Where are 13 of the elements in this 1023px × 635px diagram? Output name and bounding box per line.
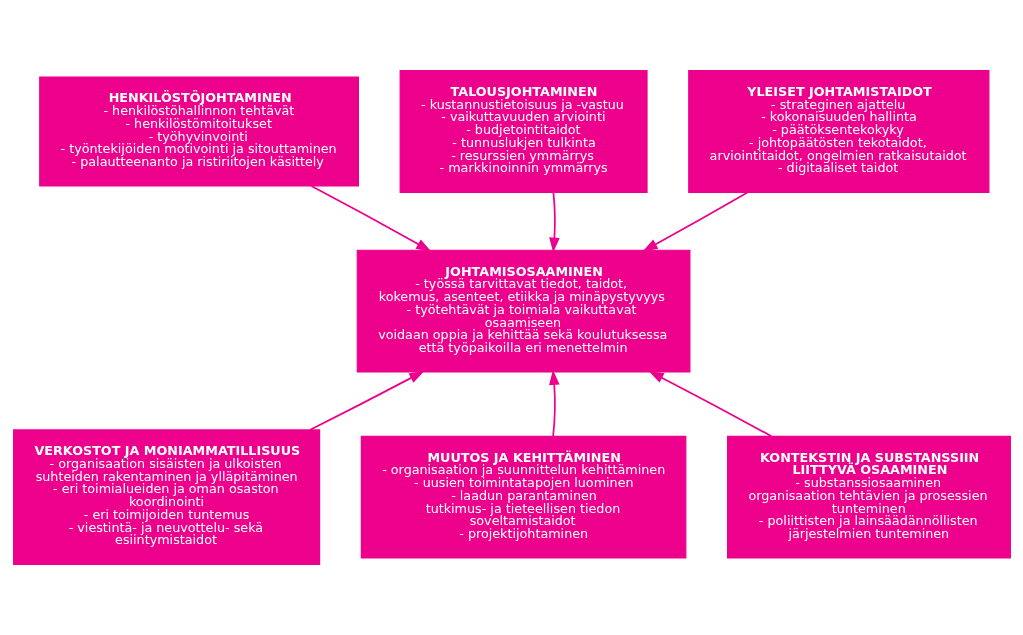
node-box: KONTEKSTIN JA SUBSTANSSIIN LIITTYVÄ OSAAMINEN - substanssiosaaminen organisaation tehtävien ja prosessien tunteminen - poliittisten ja lainsäädännöllisten järjestelmien tunteminen — [726, 435, 1011, 559]
arrow — [548, 191, 560, 253]
node-box: HENKILÖSTÖJOHTAMINEN - henkilöstöhallinnon tehtävät - henkilöstömitoitukset - työhyvinvointi - työntekijöiden motivointi ja sitouttaminen - palautteenanto ja ristiriitojen käsittely — [38, 76, 359, 187]
arrow — [310, 185, 431, 252]
node-box: JOHTAMISOSAAMINEN - työssä tarvittavat tiedot, taidot, kokemus, asenteet, etiikka ja minäpystyvyys - työtehtävät ja toimiala vaikuttavat osaamiseen voidaan oppia ja kehittää sekä koulutuksessa että työpaikoilla eri menettelmin — [356, 249, 690, 373]
node-box: VERKOSTOT JA MONIAMMATILLISUUS - organisaation sisäisten ja ulkoisten suhteiden rakentaminen ja ylläpitäminen - eri toimialueiden ja oman osaston koordinointi - eri toimijoiden tuntemus - viestintä- ja neuvottelu- sekä esiintymistaidot — [12, 429, 320, 565]
arrow — [642, 191, 748, 252]
node-box: MUUTOS JA KEHITTÄMINEN - organisaation ja suunnittelun kehittäminen - uusien toimintatapojen luominen - laadun parantaminen tutkimus- ja tieteellisen tiedon soveltamistaidot - projektijohtaminen — [360, 435, 686, 559]
node-box: TALOUSJOHTAMINEN - kustannustietoisuus ja -vastuu - vaikuttavuuden arviointi - budjetointitaidot - tunnuslukjen tulkinta - resurssien ymmärrys - markkinoinnin ymmärrys — [399, 70, 648, 193]
node-box: YLEISET JOHTAMISTAIDOT - strateginen ajattelu - kokonaisuuden hallinta - päätöksentekokyky - johtopäätösten tekotaidot, arviointitaidot, ongelmien ratkaisutaidot - digitaaliset taidot — [687, 70, 989, 193]
arrow — [648, 370, 772, 438]
arrow — [548, 369, 560, 437]
arrow — [308, 370, 424, 431]
